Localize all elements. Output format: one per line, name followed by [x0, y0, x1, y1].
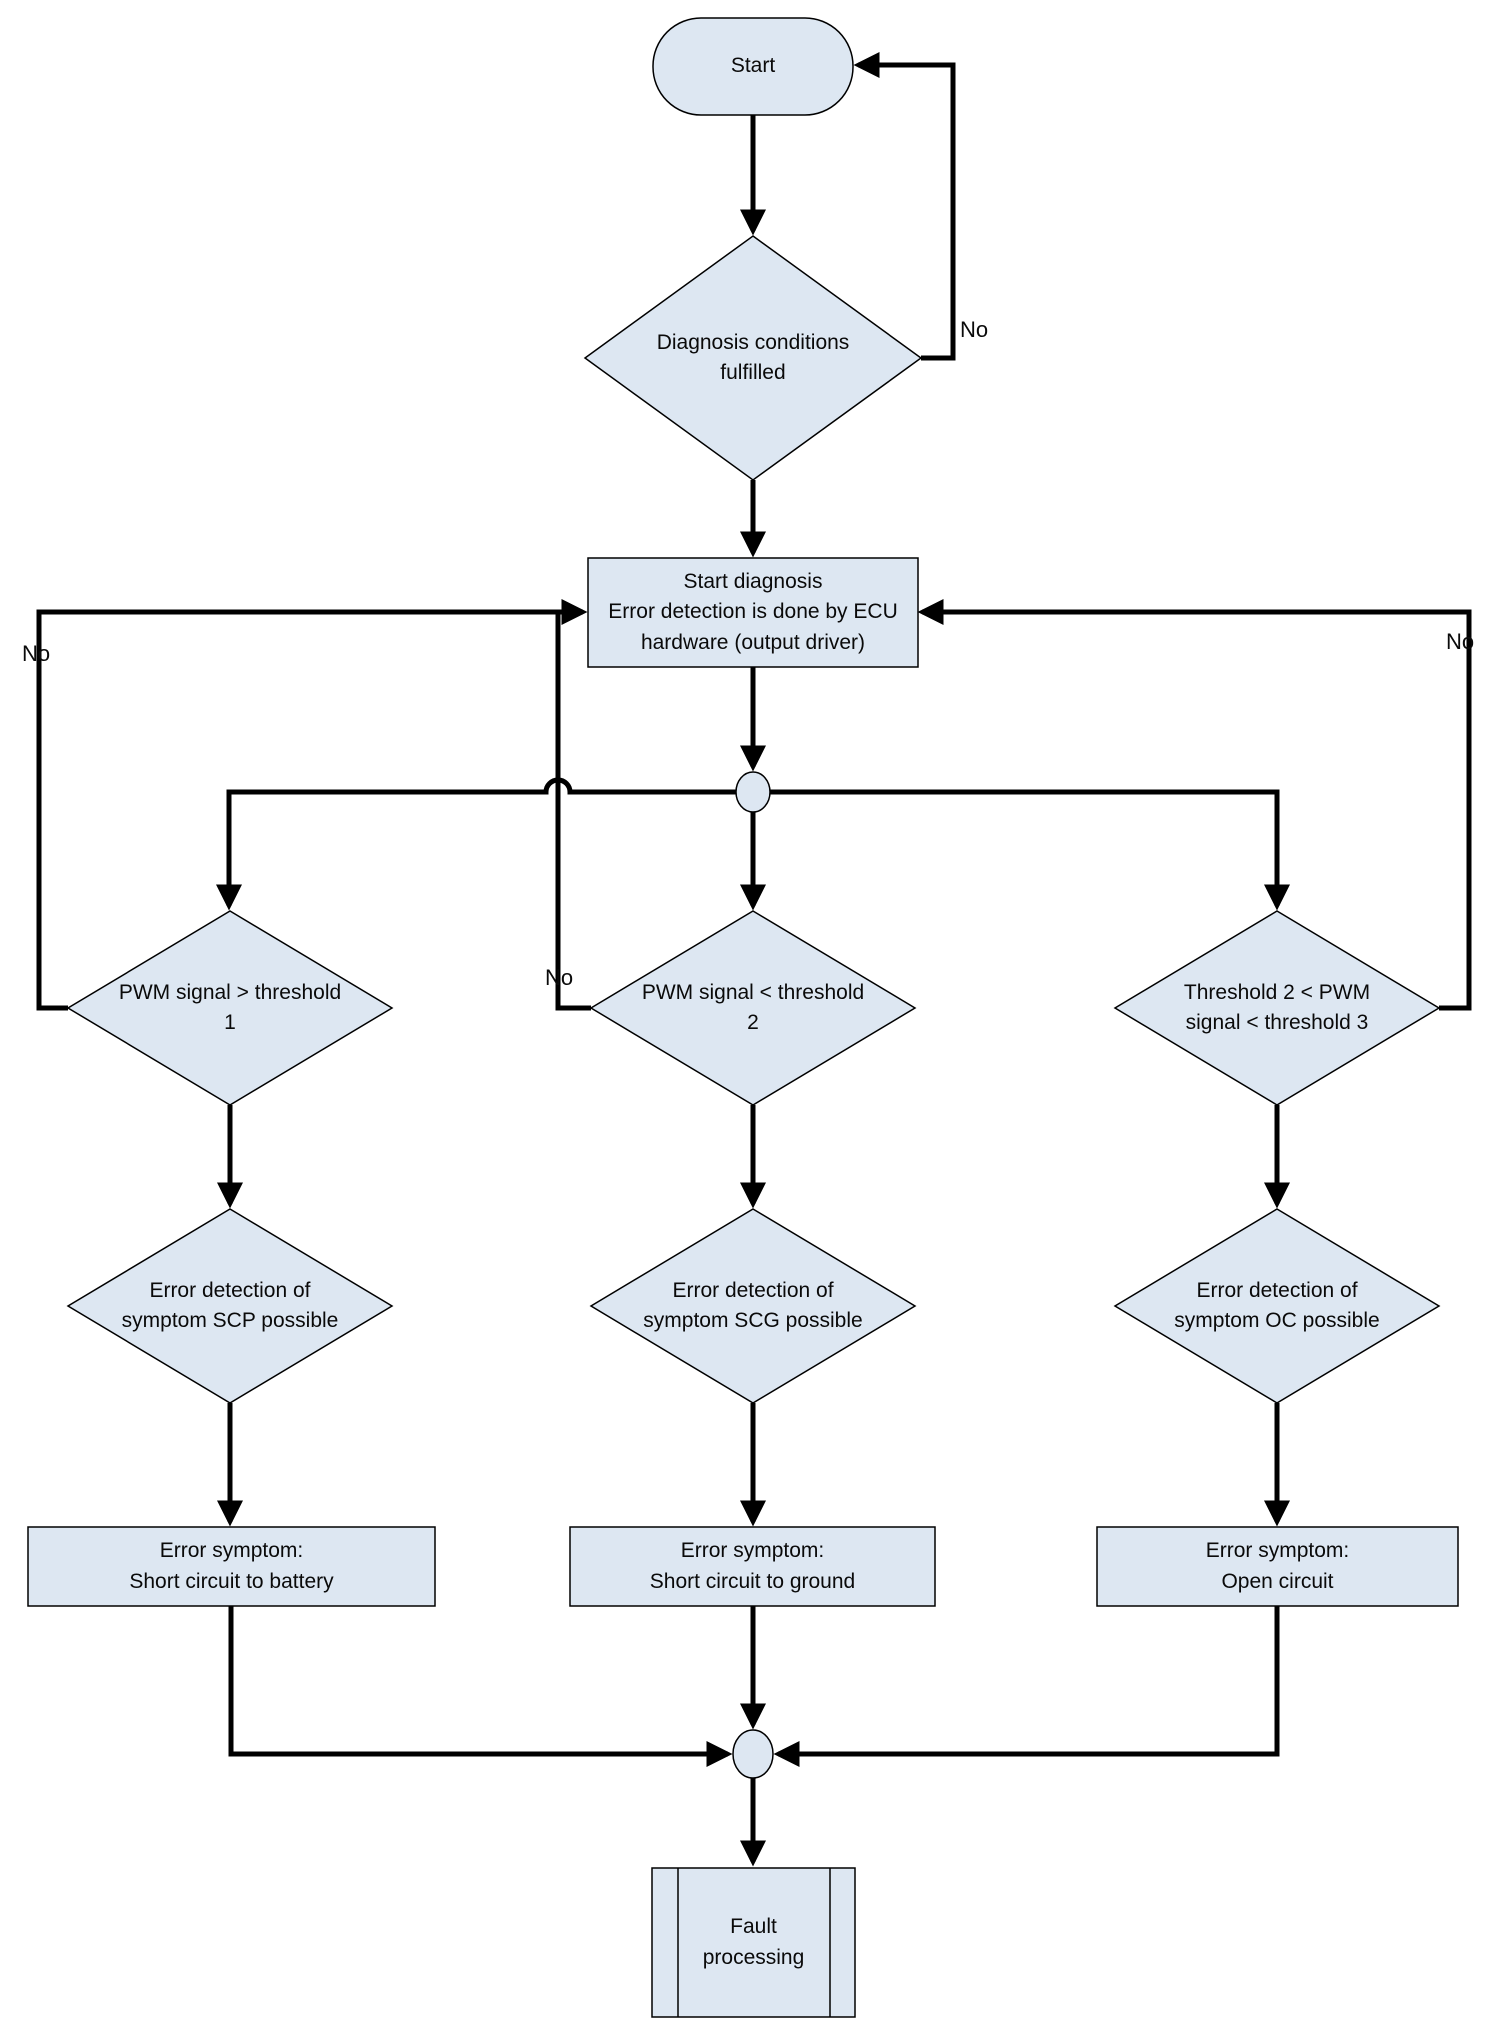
threshold2-pwm-threshold3-decision-shape	[1113, 910, 1441, 1106]
edge-left-no-return	[36, 599, 588, 1011]
pwm-gt-threshold1-decision-shape	[66, 910, 394, 1106]
edge-middle-no-return	[555, 610, 591, 1011]
fault-processing-shape	[651, 1867, 856, 2018]
symptom-battery-process-shape	[27, 1526, 436, 1607]
edge-right-no-return	[917, 598, 1472, 1011]
start-diagnosis-process-shape	[587, 557, 919, 668]
junction-connector-shape	[735, 771, 771, 813]
conditions-decision-shape	[583, 235, 923, 481]
scg-possible-decision-shape	[589, 1208, 917, 1404]
pwm-lt-threshold2-decision-shape	[589, 910, 917, 1106]
edge-battery-to-merge	[228, 1606, 733, 1768]
start-terminator-shape	[652, 17, 854, 116]
oc-possible-decision-shape	[1113, 1208, 1441, 1404]
edge-open-to-merge	[773, 1606, 1280, 1767]
scp-possible-decision-shape	[66, 1208, 394, 1404]
merge-connector-shape	[732, 1729, 774, 1779]
edge-junction-to-left-branch	[215, 777, 736, 911]
symptom-open-process-shape	[1096, 1526, 1459, 1607]
edge-junction-to-right-branch	[770, 789, 1290, 911]
symptom-ground-process-shape	[569, 1526, 936, 1607]
edge-conditions-no-loop	[853, 51, 956, 361]
